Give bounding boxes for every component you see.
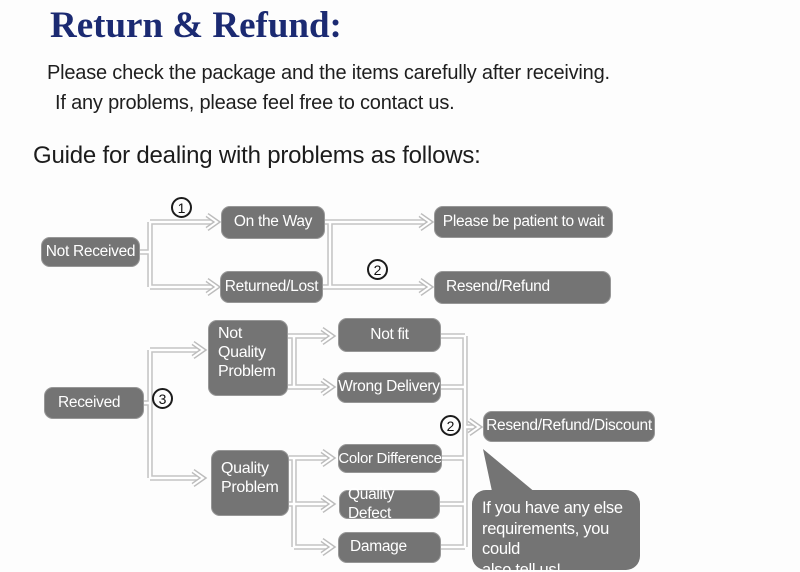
speech-bubble: If you have any else requirements, you c…: [472, 490, 640, 572]
flow-node-on-the-way: On the Way: [221, 206, 325, 239]
flow-node-not-quality-problem: Not Quality Problem: [208, 320, 288, 396]
step-marker-3: 3: [152, 388, 173, 409]
page-title: Return & Refund:: [50, 5, 342, 46]
flow-node-quality-defect: Quality Defect: [339, 486, 440, 522]
flow-node-not-fit: Not fit: [338, 318, 441, 352]
step-marker-2-top: 2: [367, 259, 388, 280]
flow-node-resend-refund: Resend/Refund: [434, 271, 611, 304]
flow-node-color-difference: Color Difference: [338, 444, 442, 473]
flow-node-returned-lost: Returned/Lost: [220, 271, 323, 303]
flow-node-received: Received: [44, 387, 144, 419]
intro-line-2: If any problems, please feel free to con…: [55, 92, 455, 114]
flow-node-not-received: Not Received: [41, 237, 140, 267]
flow-node-damage: Damage: [338, 532, 441, 563]
flow-node-wrong-delivery: Wrong Delivery: [337, 372, 441, 403]
step-marker-2-bottom: 2: [440, 415, 461, 436]
flow-node-resend-refund-discount: Resend/Refund/Discount: [483, 411, 655, 442]
flow-node-please-be-patient: Please be patient to wait: [434, 206, 613, 238]
speech-bubble-tail: [483, 449, 536, 496]
guide-heading: Guide for dealing with problems as follo…: [33, 142, 481, 169]
flow-node-quality-problem: Quality Problem: [211, 450, 289, 516]
step-marker-1: 1: [171, 197, 192, 218]
intro-line-1: Please check the package and the items c…: [47, 62, 610, 84]
